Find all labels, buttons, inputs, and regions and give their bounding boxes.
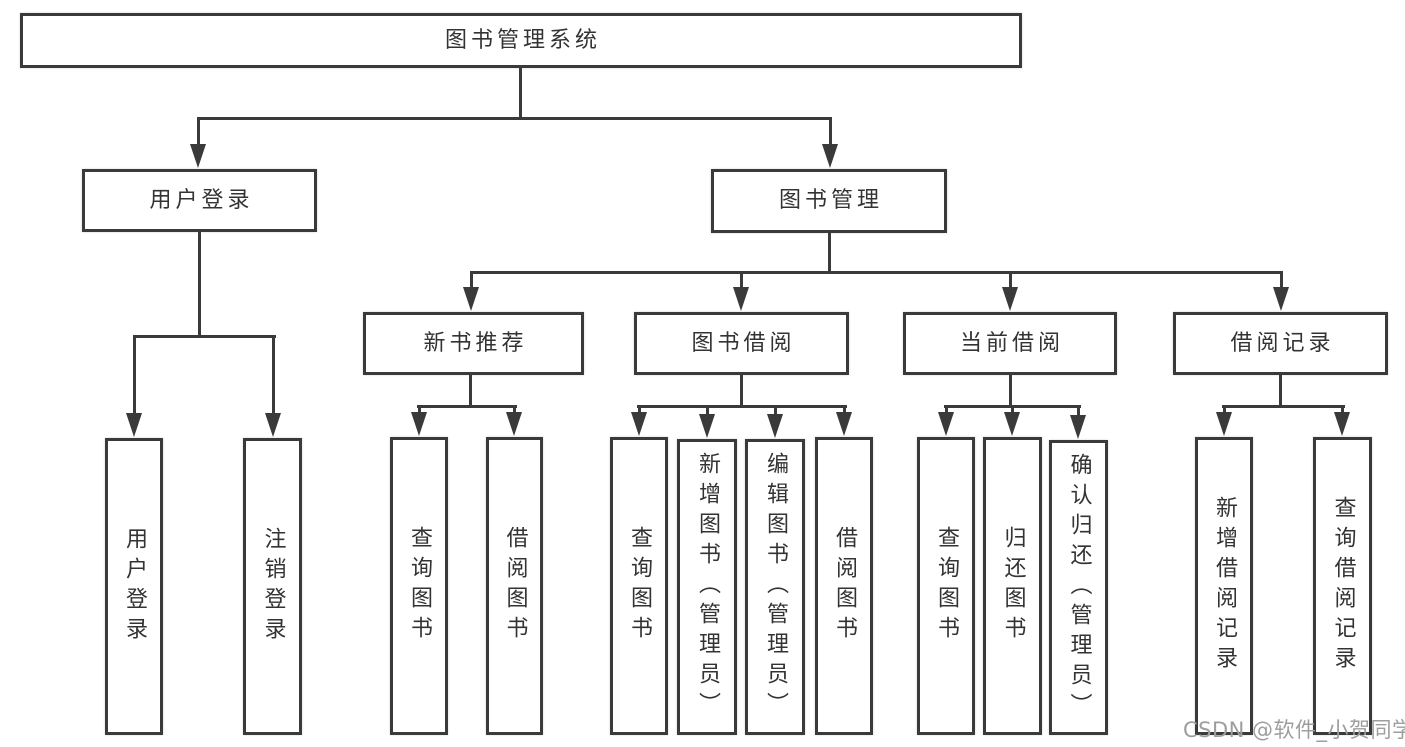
node-query-books-1: 查询图书 [390,437,448,735]
node-label: 借阅图书 [832,526,857,646]
node-new-book-recommendation: 新书推荐 [363,312,584,375]
node-add-borrow-record: 新增借阅记录 [1195,437,1253,735]
node-add-books-admin: 新增图书（管理员） [677,439,737,735]
arrowhead [836,412,852,436]
node-label: 借阅图书 [502,526,528,646]
arrowhead [265,413,281,437]
arrowhead [733,287,749,311]
connector-line [1279,375,1282,408]
connector-line [740,375,743,408]
arrowhead [1070,415,1086,439]
connector-line [513,405,516,418]
node-label: 用户登录 [122,526,147,647]
node-query-borrow-record: 查询借阅记录 [1313,437,1372,735]
arrowhead [126,413,142,437]
connector-line [1009,375,1012,408]
arrowhead [631,412,647,436]
node-label: 图书管理 [778,188,883,213]
connector-line [638,405,641,418]
connector-line [637,405,847,408]
node-edit-books-admin: 编辑图书（管理员） [745,439,805,735]
node-user-login-leaf: 用户登录 [105,438,163,735]
connector-line [1223,405,1226,418]
arrowhead [190,144,206,168]
node-label: 图书管理系统 [444,27,601,53]
connector-line [418,405,421,418]
connector-line [197,117,832,120]
node-book-management: 图书管理 [711,169,947,233]
arrowhead [1002,287,1018,311]
connector-line [740,271,743,293]
arrowhead [938,412,954,436]
node-label: 借阅记录 [1230,330,1335,356]
arrowhead [767,414,783,438]
node-query-books-2: 查询图书 [610,437,668,735]
arrowhead [822,144,838,168]
connector-line [706,405,709,420]
connector-line [1280,271,1283,293]
connector-line [197,117,200,150]
node-label: 查询图书 [627,526,652,646]
connector-line [1077,405,1080,421]
connector-line [828,233,831,274]
node-label: 用户登录 [149,187,254,213]
connector-line [470,271,1283,274]
node-label: 确认归还（管理员） [1066,452,1092,723]
arrowhead [1273,287,1289,311]
node-logout: 注销登录 [243,438,302,735]
node-label: 查询图书 [407,526,432,646]
node-label: 查询图书 [934,526,959,646]
node-label: 新增借阅记录 [1212,496,1237,676]
node-label: 归还图书 [1000,526,1026,646]
node-label: 查询借阅记录 [1330,496,1356,676]
node-label: 当前借阅 [959,330,1064,356]
arrowhead [463,287,479,311]
connector-line [272,335,275,419]
connector-line [1011,405,1014,418]
connector-line [774,405,777,420]
arrowhead [506,412,522,436]
node-label: 新增图书（管理员） [695,452,720,722]
arrowhead [1216,412,1232,436]
node-current-borrowing: 当前借阅 [903,312,1117,375]
node-return-books: 归还图书 [983,437,1042,735]
node-label: 注销登录 [260,526,286,647]
node-label: 图书借阅 [691,330,796,356]
connector-line [829,117,832,150]
connector-line [469,375,472,408]
node-label: 编辑图书（管理员） [763,452,788,722]
connector-line [843,405,846,418]
connector-line [133,335,276,338]
connector-line [945,405,948,418]
node-library-management-system: 图书管理系统 [20,13,1022,68]
arrowhead [699,414,715,438]
connector-line [1341,405,1344,418]
connector-line [198,232,201,338]
node-borrow-books-1: 借阅图书 [486,437,543,735]
connector-line [417,405,517,408]
node-borrow-books-2: 借阅图书 [815,437,873,735]
watermark: CSDN @软件_小贺同学 [1183,718,1405,742]
node-user-login: 用户登录 [82,169,317,232]
node-label: 新书推荐 [423,330,528,356]
arrowhead [1334,412,1350,436]
node-borrowing-records: 借阅记录 [1173,312,1388,375]
connector-line [470,271,473,293]
connector-line [133,335,136,419]
connector-line [1009,271,1012,293]
node-query-books-3: 查询图书 [917,437,975,735]
arrowhead [411,412,427,436]
connector-line [1222,405,1345,408]
node-confirm-return-admin: 确认归还（管理员） [1049,440,1108,735]
arrowhead [1004,412,1020,436]
connector-line [519,68,522,120]
node-book-borrowing: 图书借阅 [634,312,849,375]
